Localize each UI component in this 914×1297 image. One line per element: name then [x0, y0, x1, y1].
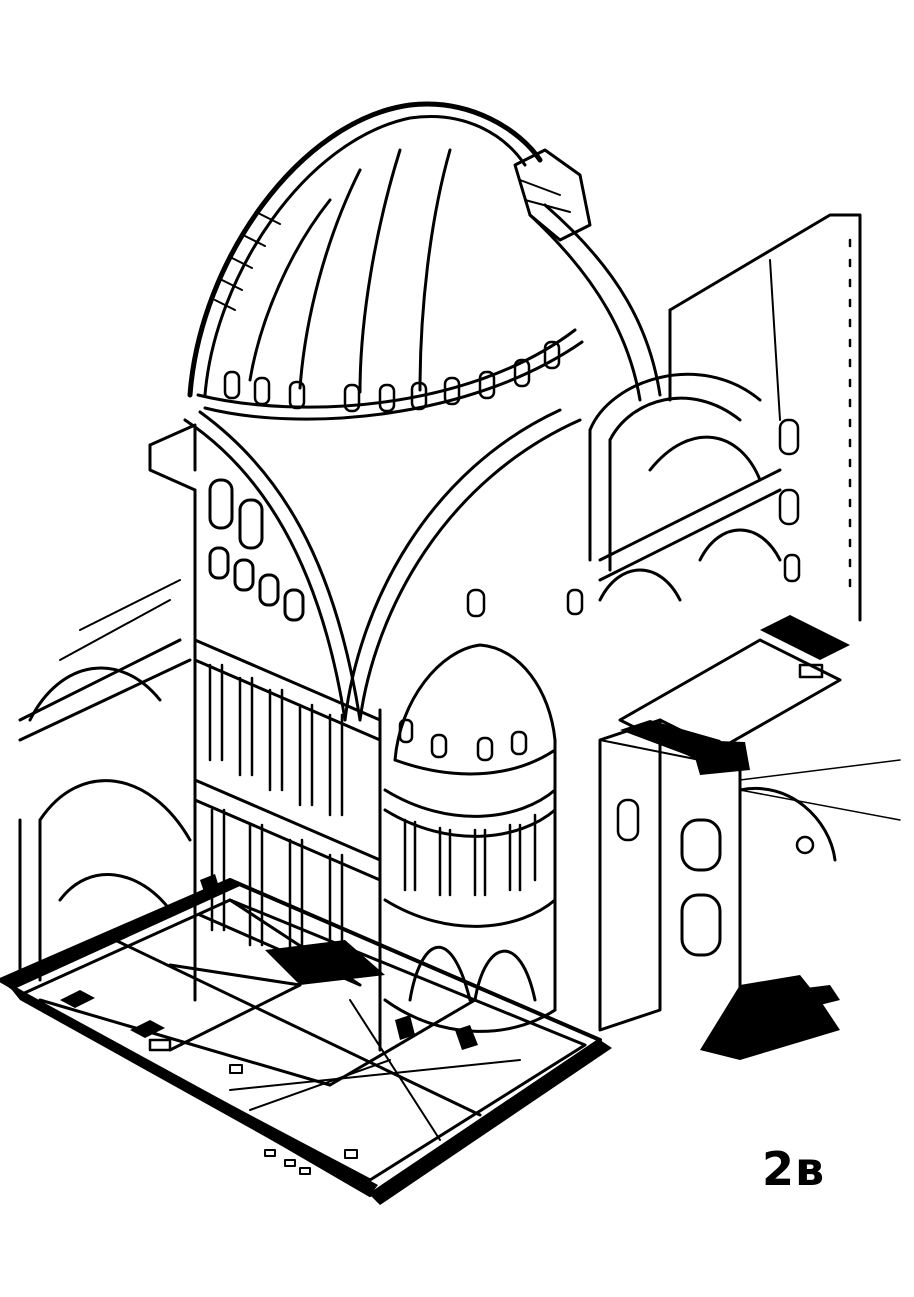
cut-wall-sections	[0, 615, 850, 1205]
central-exedra	[383, 643, 557, 1033]
right-wing	[588, 213, 901, 1032]
figure-label: 2в	[762, 1142, 826, 1196]
main-dome	[187, 101, 592, 421]
pendentive-arches	[183, 203, 662, 722]
dome-window-row	[223, 340, 561, 413]
